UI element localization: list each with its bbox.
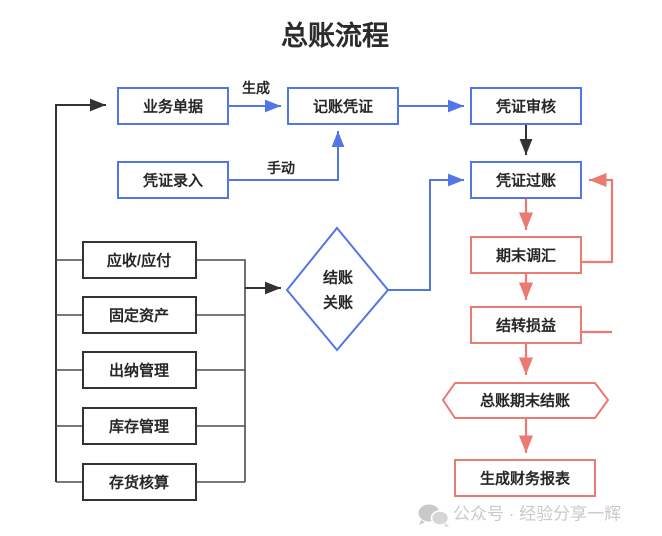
node-stock-accounting-label: 存货核算 bbox=[109, 474, 169, 492]
watermark: 公众号 · 经验分享一辉 bbox=[418, 504, 621, 527]
page-title: 总账流程 bbox=[281, 21, 389, 51]
watermark-text: 公众号 · 经验分享一辉 bbox=[453, 505, 621, 524]
node-business-doc-label: 业务单据 bbox=[143, 98, 203, 116]
node-gen-fin-report-label: 生成财务报表 bbox=[480, 470, 571, 488]
node-gl-period-close[interactable]: 总账期末结账 bbox=[441, 382, 610, 419]
edge-closing-to-voucher-posting bbox=[388, 173, 464, 291]
node-voucher-audit[interactable]: 凭证审核 bbox=[470, 87, 582, 125]
node-voucher-entry[interactable]: 凭证录入 bbox=[117, 161, 229, 199]
node-bookkeeping-voucher[interactable]: 记账凭证 bbox=[287, 87, 399, 125]
edge-collector-bus bbox=[196, 259, 246, 482]
node-inventory-mgmt-label: 库存管理 bbox=[109, 418, 169, 436]
node-fixed-assets-label: 固定资产 bbox=[109, 307, 169, 325]
node-stock-accounting[interactable]: 存货核算 bbox=[82, 463, 197, 501]
node-cashier-mgmt-label: 出纳管理 bbox=[109, 362, 169, 380]
node-ar-ap-label: 应收/应付 bbox=[107, 252, 171, 270]
node-voucher-entry-label: 凭证录入 bbox=[142, 172, 203, 190]
edge-label-generate: 生成 bbox=[242, 80, 270, 96]
node-bookkeeping-voucher-label: 记账凭证 bbox=[313, 98, 373, 116]
node-carry-pl[interactable]: 结转损益 bbox=[470, 306, 582, 344]
edge-subledgers-to-business-doc bbox=[55, 98, 106, 482]
edge-period-fx-feedback-to-voucher-posting bbox=[581, 172, 614, 264]
node-closing-decision[interactable]: 结账 关账 bbox=[285, 226, 390, 352]
wechat-icon bbox=[418, 504, 450, 527]
node-carry-pl-label: 结转损益 bbox=[496, 317, 556, 335]
node-inventory-mgmt[interactable]: 库存管理 bbox=[82, 407, 197, 445]
node-fixed-assets[interactable]: 固定资产 bbox=[82, 296, 197, 334]
node-business-doc[interactable]: 业务单据 bbox=[117, 87, 229, 125]
node-period-fx-label: 期末调汇 bbox=[496, 247, 556, 265]
node-cashier-mgmt[interactable]: 出纳管理 bbox=[82, 351, 197, 389]
node-voucher-posting-label: 凭证过账 bbox=[495, 172, 556, 190]
node-voucher-audit-label: 凭证审核 bbox=[495, 98, 556, 116]
node-closing-label-line2: 关账 bbox=[323, 294, 353, 312]
node-gen-fin-report[interactable]: 生成财务报表 bbox=[454, 459, 596, 497]
node-gl-period-close-label: 总账期末结账 bbox=[480, 392, 570, 410]
edge-label-manual: 手动 bbox=[267, 160, 295, 176]
node-ar-ap[interactable]: 应收/应付 bbox=[82, 241, 197, 279]
node-voucher-posting[interactable]: 凭证过账 bbox=[470, 161, 582, 199]
node-closing-label-line1: 结账 bbox=[323, 269, 353, 287]
node-period-fx[interactable]: 期末调汇 bbox=[470, 236, 582, 274]
edge-voucher-entry-to-bookkeeping-voucher bbox=[228, 131, 345, 181]
